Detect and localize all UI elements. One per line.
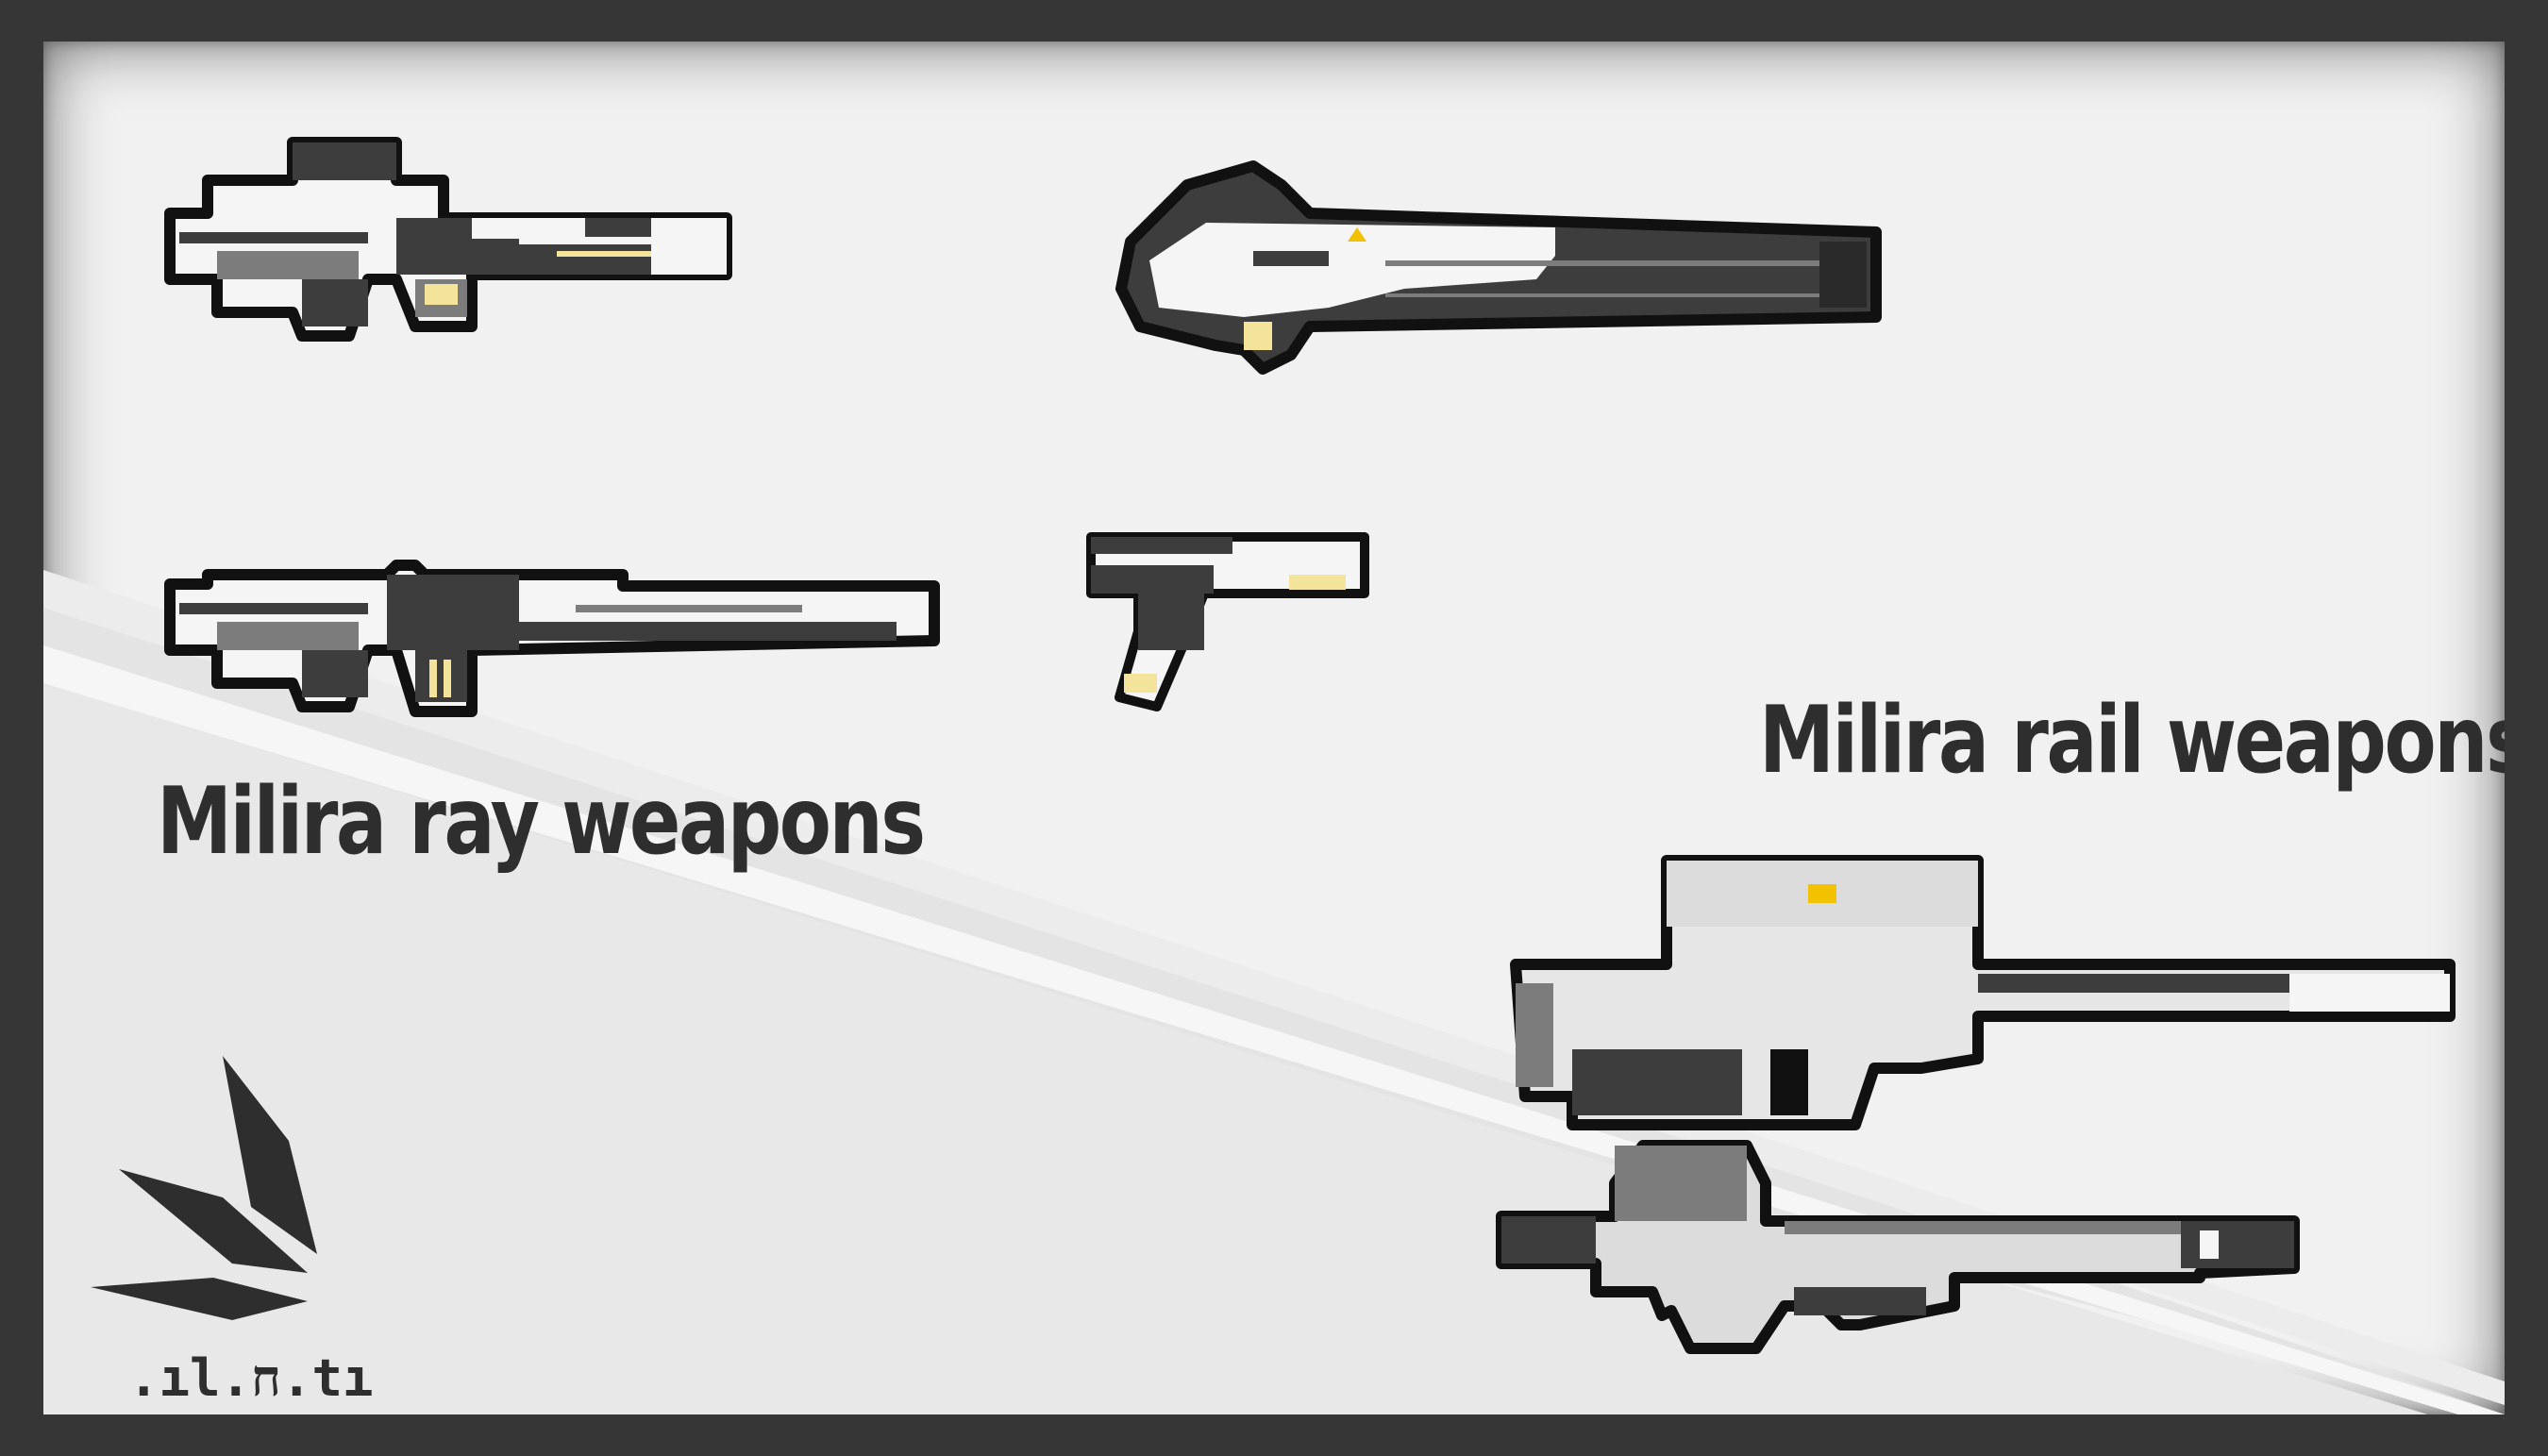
ray-cannon	[1115, 160, 1882, 375]
milira-wordmark: .ıl.ח.tı.	[128, 1348, 383, 1408]
ray-rifle-long	[164, 137, 732, 342]
milira-wing-emblem-icon	[91, 1056, 317, 1320]
ray-weapons-heading: Milira ray weapons	[157, 768, 926, 876]
ray-rifle	[164, 560, 940, 717]
rail-rifle	[1496, 1140, 2300, 1354]
artwork-panel: Milira ray weapons Milira rail weapons	[43, 42, 2505, 1414]
rail-weapons-heading: Milira rail weapons	[1759, 687, 2505, 795]
rail-sniper-scoped	[1510, 855, 2456, 1130]
milira-logo: .ıl.ח.tı.	[91, 1056, 383, 1408]
ray-pistol	[1086, 532, 1369, 711]
